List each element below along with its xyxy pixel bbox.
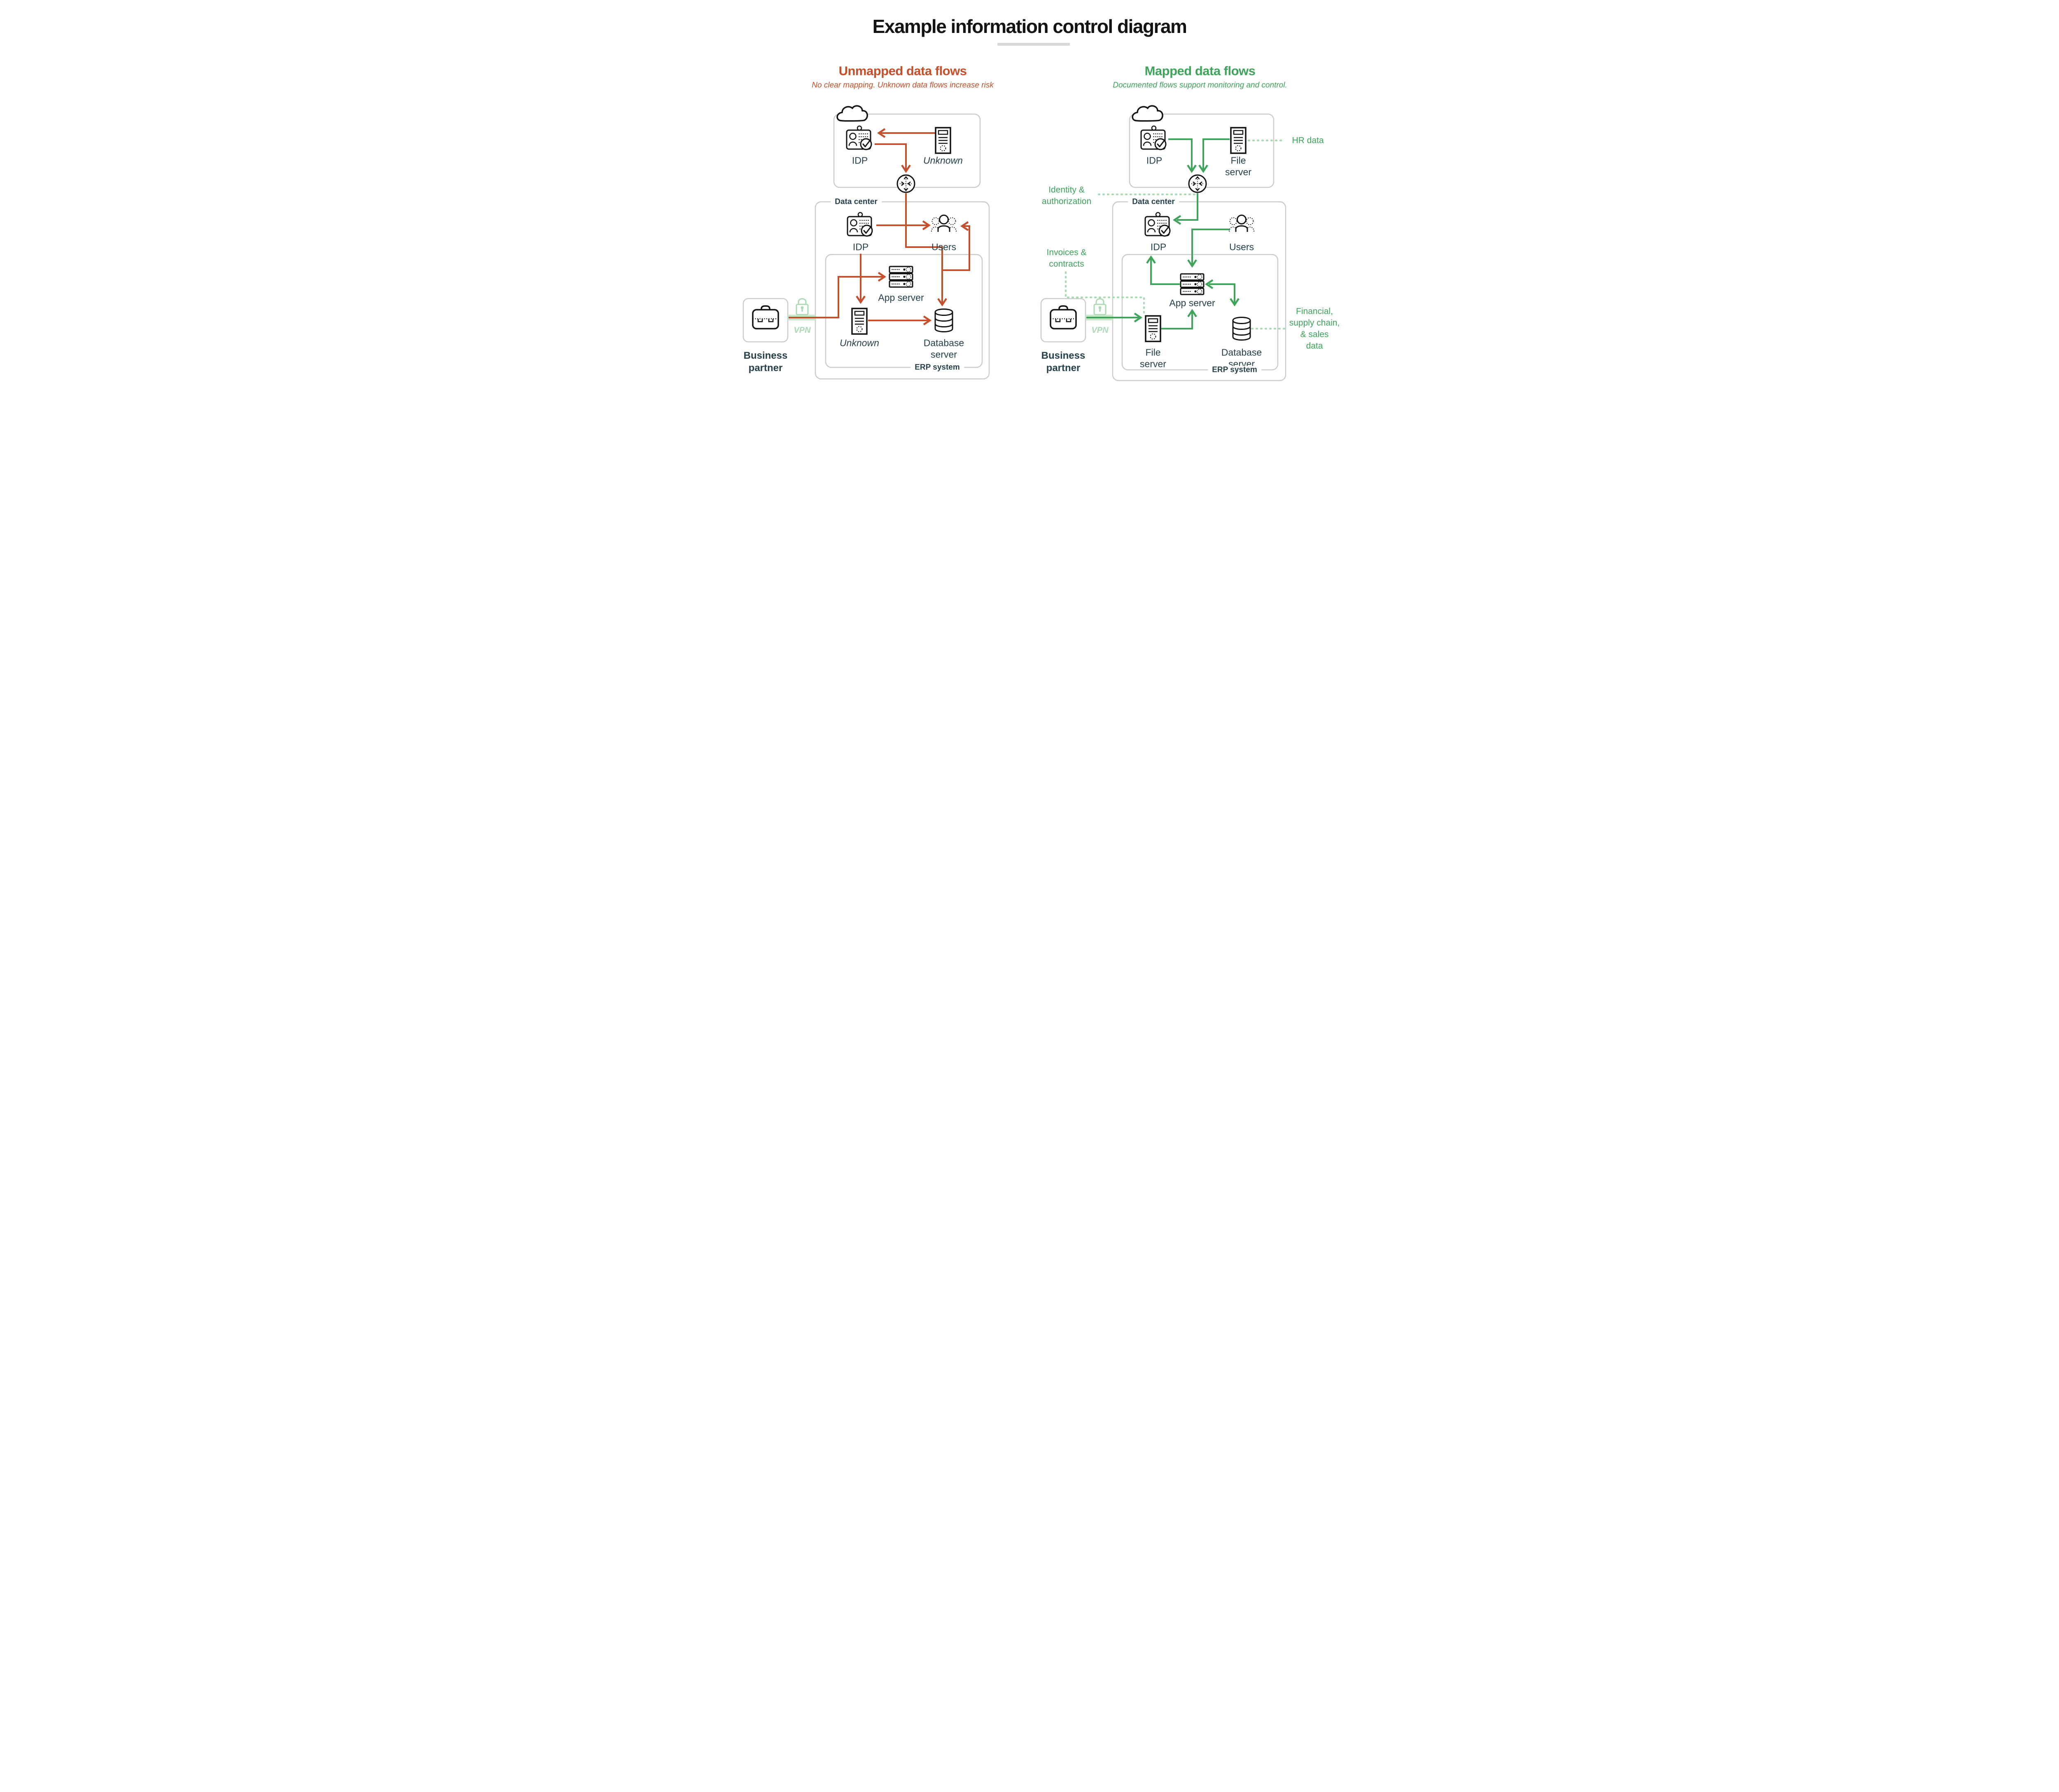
right-business-partner-label-line2: partner bbox=[1046, 362, 1081, 374]
connector-invoices-contracts bbox=[1065, 271, 1145, 314]
left-section-heading: Unmapped data flows bbox=[838, 63, 967, 78]
right-database-label-line1: Database bbox=[1221, 347, 1262, 358]
right-cloud-file-server-label-line1: File bbox=[1230, 155, 1246, 166]
flow-vpn-to-file-server bbox=[1086, 313, 1143, 322]
left-vpn-lock-icon bbox=[796, 298, 809, 315]
left-business-partner-label-line1: Business bbox=[743, 350, 788, 361]
annotation-connectors bbox=[1065, 139, 1287, 330]
right-data-center-label: Data center bbox=[1128, 198, 1179, 206]
right-file-server-icon bbox=[1145, 315, 1161, 342]
left-dc-idp-label: IDP bbox=[852, 241, 869, 252]
page-title: Example information control diagram bbox=[872, 16, 1187, 37]
left-business-partner-icon bbox=[752, 305, 779, 329]
financial-data-label-line2: supply chain, bbox=[1289, 318, 1340, 328]
left-app-server-icon bbox=[889, 266, 913, 288]
left-unknown-label: Unknown bbox=[840, 337, 879, 348]
left-data-center-box bbox=[815, 201, 990, 380]
flow-app-server-to-dc-idp bbox=[1146, 255, 1180, 285]
flow-router-to-database bbox=[905, 193, 947, 307]
right-vpn-lock-icon bbox=[1093, 298, 1107, 315]
flow-branch-to-users bbox=[942, 221, 970, 271]
left-users-icon bbox=[931, 215, 957, 233]
financial-data-label-line4: data bbox=[1306, 341, 1323, 351]
information-control-diagram: Example information control diagram Unma… bbox=[712, 0, 1347, 414]
identity-authorization-label-line1: Identity & bbox=[1048, 185, 1085, 195]
right-file-server-label-line2: server bbox=[1140, 358, 1166, 369]
flow-router-to-dc-idp bbox=[1172, 193, 1198, 225]
right-app-server-label: App server bbox=[1169, 297, 1215, 308]
flow-file-server-to-router bbox=[1198, 138, 1230, 173]
left-dc-idp-icon bbox=[847, 212, 873, 237]
left-router-icon bbox=[896, 174, 915, 193]
right-green-flows bbox=[1086, 138, 1240, 329]
right-erp-system-label: ERP system bbox=[1208, 366, 1261, 374]
right-cloud-idp-icon bbox=[1140, 125, 1167, 150]
left-red-flows bbox=[789, 128, 970, 325]
left-erp-system-box bbox=[825, 254, 983, 368]
left-database-server-icon bbox=[934, 308, 953, 332]
flow-cloud-idp-to-router bbox=[1168, 138, 1197, 173]
invoices-contracts-label-line1: Invoices & bbox=[1046, 248, 1087, 257]
left-cloud-unknown-label: Unknown bbox=[923, 155, 963, 166]
left-database-label-line1: Database bbox=[923, 337, 964, 348]
right-dc-idp-label: IDP bbox=[1150, 241, 1167, 252]
right-database-server-icon bbox=[1232, 317, 1251, 341]
right-cloud-idp-label: IDP bbox=[1146, 155, 1163, 166]
right-erp-system-box bbox=[1121, 254, 1279, 371]
diagram-canvas bbox=[742, 43, 1287, 381]
left-cloud-icon bbox=[836, 105, 868, 122]
left-business-partner-label-line2: partner bbox=[748, 362, 783, 374]
invoices-contracts-label-line2: contracts bbox=[1049, 259, 1084, 269]
right-section-subheading: Documented flows support monitoring and … bbox=[1113, 81, 1287, 90]
flow-idp-to-router bbox=[875, 143, 911, 173]
right-cloud-file-server-label-line2: server bbox=[1225, 166, 1251, 178]
right-cloud-icon bbox=[1132, 105, 1163, 122]
right-business-partner-label-line1: Business bbox=[1041, 350, 1086, 361]
flow-dc-idp-to-unknown bbox=[856, 254, 866, 304]
left-unknown-server-icon bbox=[851, 308, 868, 335]
left-erp-system-label: ERP system bbox=[910, 363, 964, 371]
left-data-center-label: Data center bbox=[831, 198, 882, 206]
left-cloud-idp-icon bbox=[846, 125, 872, 150]
right-router-icon bbox=[1188, 174, 1207, 193]
flow-unknown-to-database bbox=[868, 315, 932, 325]
financial-data-label-line1: Financial, bbox=[1296, 306, 1333, 316]
right-users-label: Users bbox=[1229, 241, 1254, 252]
left-cloud-idp-label: IDP bbox=[852, 155, 868, 166]
right-cloud-file-server-icon bbox=[1230, 127, 1247, 154]
right-data-center-box bbox=[1112, 201, 1286, 381]
identity-authorization-label-line2: authorization bbox=[1041, 196, 1092, 206]
flow-vpn-to-app-server bbox=[789, 272, 887, 318]
right-app-server-icon bbox=[1180, 273, 1205, 295]
flow-unknown-to-idp bbox=[877, 128, 936, 138]
left-cloud-unknown-server-icon bbox=[935, 127, 951, 154]
left-database-label-line2: server bbox=[931, 349, 957, 360]
container-boxes bbox=[742, 113, 1286, 381]
left-vpn-label: VPN bbox=[794, 326, 811, 335]
financial-data-label-line3: & sales bbox=[1300, 329, 1329, 339]
right-business-partner-icon bbox=[1050, 305, 1077, 329]
flow-users-to-app-server bbox=[1187, 229, 1230, 268]
flow-app-server-database-bidirectional bbox=[1205, 279, 1240, 307]
title-divider bbox=[997, 43, 1070, 46]
right-dc-idp-icon bbox=[1144, 212, 1171, 237]
left-section-subheading: No clear mapping. Unknown data flows inc… bbox=[812, 81, 994, 90]
right-file-server-label-line1: File bbox=[1145, 347, 1161, 358]
flow-dc-idp-to-users bbox=[876, 220, 931, 230]
right-vpn-label: VPN bbox=[1091, 326, 1109, 335]
left-users-label: Users bbox=[931, 241, 957, 252]
hr-data-label: HR data bbox=[1292, 136, 1324, 145]
right-section-heading: Mapped data flows bbox=[1144, 63, 1256, 78]
flow-file-server-to-app-server bbox=[1161, 308, 1197, 329]
left-app-server-label: App server bbox=[878, 292, 924, 303]
right-users-icon bbox=[1228, 215, 1255, 233]
